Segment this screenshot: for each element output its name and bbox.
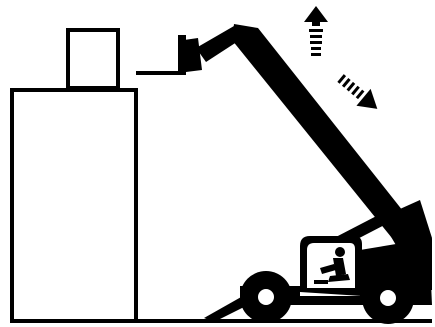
arrow-up-icon [304, 6, 328, 56]
building-block [10, 88, 138, 323]
rear-wheel [362, 272, 414, 324]
operator-icon [314, 247, 350, 284]
arrow-diagonal-down-right-icon [337, 74, 378, 109]
load-box [66, 28, 120, 90]
front-wheel [240, 271, 292, 323]
forks [136, 35, 202, 75]
telescopic-boom [196, 24, 432, 252]
